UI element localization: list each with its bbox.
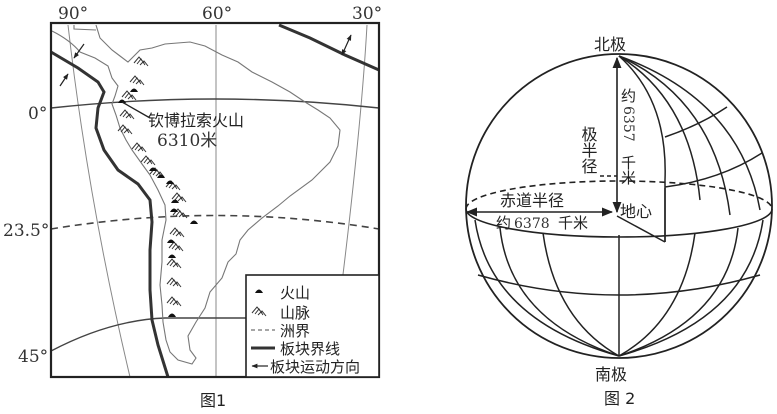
map-legend: 火山 山脉 洲界 板块界线 板块运动方向	[245, 274, 380, 378]
plate-motion-arrows	[59, 34, 352, 87]
volcano-elevation: 6310米	[157, 131, 217, 151]
polar-radius-unit: 千米	[619, 155, 637, 185]
legend-item-plate-boundary: 板块界线	[251, 340, 340, 358]
figure2-earth: 北极 南极 地心 极半径 约 6357 千米 赤道半径 约 6378 千米 图 …	[465, 35, 773, 408]
latitude-45-line	[50, 317, 246, 352]
figure2-caption: 图 2	[604, 389, 635, 408]
southern-meridians	[474, 219, 764, 357]
equator-line	[50, 98, 380, 109]
latitude-label-0: 0°	[28, 104, 47, 124]
svg-text:板块运动方向: 板块运动方向	[270, 358, 360, 376]
svg-text:板块界线: 板块界线	[280, 340, 340, 358]
earth-center-label: 地心	[620, 202, 652, 221]
legend-item-mountain-range: 山脉	[251, 304, 310, 322]
svg-text:火山: 火山	[280, 284, 310, 302]
plate-boundaries	[50, 23, 380, 378]
equatorial-radius-prefix: 约	[496, 214, 511, 232]
volcano-name: 钦博拉索火山	[148, 111, 244, 130]
polar-radius-prefix: 约	[619, 88, 637, 104]
svg-text:山脉: 山脉	[280, 304, 310, 322]
equatorial-radius-unit: 千米	[558, 214, 588, 232]
volcano-leader-line	[121, 101, 151, 119]
figure1-map: 90° 60° 30° 0° 23.5° 45°	[3, 4, 382, 410]
longitude-label-60: 60°	[202, 4, 232, 24]
figure1-caption: 图1	[200, 391, 226, 410]
polar-radius-label: 极半径	[579, 126, 598, 174]
longitude-label-30: 30°	[352, 4, 382, 24]
south-pole-label: 南极	[595, 365, 627, 384]
map-frame	[49, 21, 381, 379]
tropic-of-capricorn-line	[50, 214, 380, 230]
legend-item-continent-boundary: 洲界	[251, 322, 310, 340]
legend-item-plate-motion: 板块运动方向	[251, 358, 360, 376]
latitude-label-23-5: 23.5°	[3, 221, 49, 241]
svg-text:洲界: 洲界	[280, 322, 310, 340]
andes-mountain-symbols	[117, 56, 188, 307]
polar-radius-value: 6357	[620, 106, 636, 142]
legend-item-volcano: 火山	[255, 284, 310, 302]
cutaway-wedge	[616, 55, 763, 243]
equatorial-radius-label: 赤道半径	[500, 191, 564, 210]
equatorial-radius-value: 6378	[514, 216, 550, 232]
equator-front	[465, 208, 773, 238]
latitude-label-45: 45°	[18, 347, 48, 367]
longitude-label-90: 90°	[58, 4, 88, 24]
coastline	[51, 24, 341, 365]
equator-back	[465, 180, 773, 210]
southern-parallel	[477, 274, 761, 296]
north-pole-label: 北极	[594, 35, 626, 54]
